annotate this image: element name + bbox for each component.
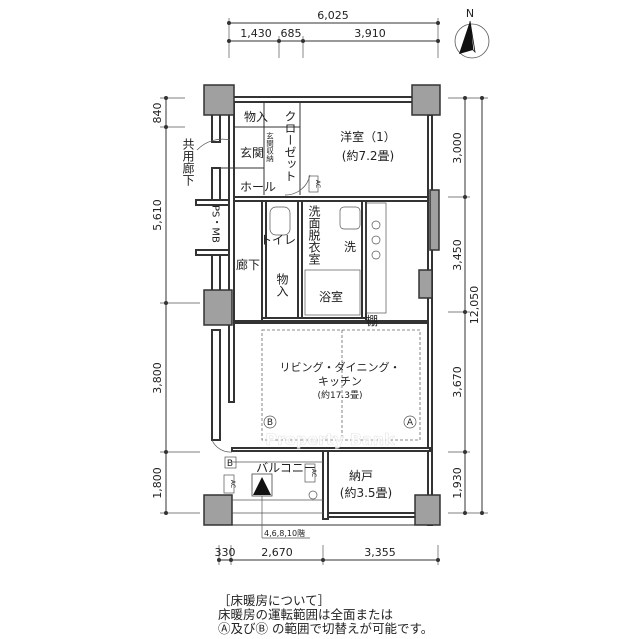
ac-label: AC — [310, 469, 317, 477]
dim-right-4: 1,930 — [451, 467, 464, 499]
room-western-name: 洋室（1） — [340, 129, 396, 144]
dim-right-3: 3,670 — [451, 366, 464, 398]
room-shelf: 棚 — [366, 313, 378, 328]
room-bathroom: 浴室 — [319, 289, 343, 304]
compass-label: N — [466, 7, 474, 20]
zone-a-marker — [403, 415, 417, 429]
room-labels: 物入 クローゼット 玄関収納 玄関 洋室（1） (約7.2畳) 共用廊下 ホール… — [181, 110, 401, 538]
fixtures — [196, 138, 387, 500]
compass-icon: N — [454, 7, 490, 59]
evacuation-hatch-icon — [251, 473, 310, 539]
floor-heating-notes: ［床暖房について］ 床暖房の運転範囲は全面または Ⓐ及びⒷ の範囲で切替えが可能… — [218, 594, 433, 636]
room-washroom: 洗面脱衣室 — [307, 205, 321, 265]
room-toilet: トイレ — [260, 233, 296, 247]
ac-units: AC AC AC — [223, 175, 321, 494]
dim-top-3: 3,910 — [354, 27, 386, 40]
dim-bottom-2: 2,670 — [261, 546, 293, 559]
pillars — [203, 84, 441, 526]
room-shared-corridor: 共用廊下 — [181, 138, 195, 186]
dim-bottom-3: 3,355 — [364, 546, 396, 559]
room-washer: 洗 — [344, 240, 356, 254]
ac-label: AC — [229, 480, 236, 488]
bottom-dimensions: 330 2,670 3,355 — [215, 545, 440, 565]
room-closet: クローゼット — [283, 110, 297, 182]
notes-line-2: Ⓐ及びⒷ の範囲で切替えが可能です。 — [218, 621, 434, 636]
room-ldk-line1: リビング・ダイニング・ — [280, 360, 401, 374]
room-storage-1: 物入 — [244, 110, 268, 124]
dim-left-4: 1,800 — [151, 467, 164, 499]
room-storeroom-name: 納戸 — [349, 469, 373, 483]
room-ldk-size: (約17.3畳) — [317, 389, 362, 401]
room-balcony: バルコニー — [256, 461, 316, 475]
room-western-size: (約7.2畳) — [342, 148, 394, 163]
room-entrance: 玄関 — [240, 145, 264, 160]
dim-top-1: 1,430 — [240, 27, 272, 40]
room-storeroom-size: (約3.5畳) — [340, 485, 392, 500]
left-dimensions: 840 5,610 3,800 1,800 — [151, 96, 200, 515]
dim-right-total: 12,050 — [468, 286, 481, 325]
zone-b-marker — [263, 415, 277, 429]
zone-a-label: A — [407, 418, 414, 428]
room-ps-mb: PS・MB — [210, 205, 221, 243]
walls — [195, 96, 433, 526]
dim-top-2: 685 — [281, 27, 302, 40]
right-dimensions: 3,000 3,450 3,670 1,930 12,050 — [448, 96, 488, 515]
dim-left-2: 5,610 — [151, 199, 164, 231]
dim-top-total: 6,025 — [317, 9, 349, 22]
room-hall: ホール — [240, 180, 276, 194]
room-storage-2: 物入 — [275, 273, 289, 297]
notes-title: ［床暖房について］ — [218, 593, 331, 608]
ac-label: AC — [314, 180, 321, 188]
dim-right-2: 3,450 — [451, 239, 464, 271]
dim-bottom-1: 330 — [215, 546, 236, 559]
dim-left-3: 3,800 — [151, 362, 164, 394]
notes-line-1: 床暖房の運転範囲は全面または — [218, 607, 394, 622]
dim-right-1: 3,000 — [451, 132, 464, 164]
room-ldk-line2: キッチン — [318, 375, 362, 388]
zone-b-balcony-label: B — [227, 459, 233, 469]
dim-left-1: 840 — [151, 103, 164, 124]
top-dimensions: 6,025 1,430 685 3,910 — [227, 9, 440, 58]
zone-b-label: B — [267, 418, 273, 428]
floor-heating-zones: B A B — [224, 329, 421, 469]
room-corridor: 廊下 — [236, 257, 260, 272]
floors-note: 4,6,8,10階 — [264, 528, 305, 538]
room-entrance-storage: 玄関収納 — [265, 131, 274, 164]
watermark: Property Bank — [265, 430, 395, 449]
